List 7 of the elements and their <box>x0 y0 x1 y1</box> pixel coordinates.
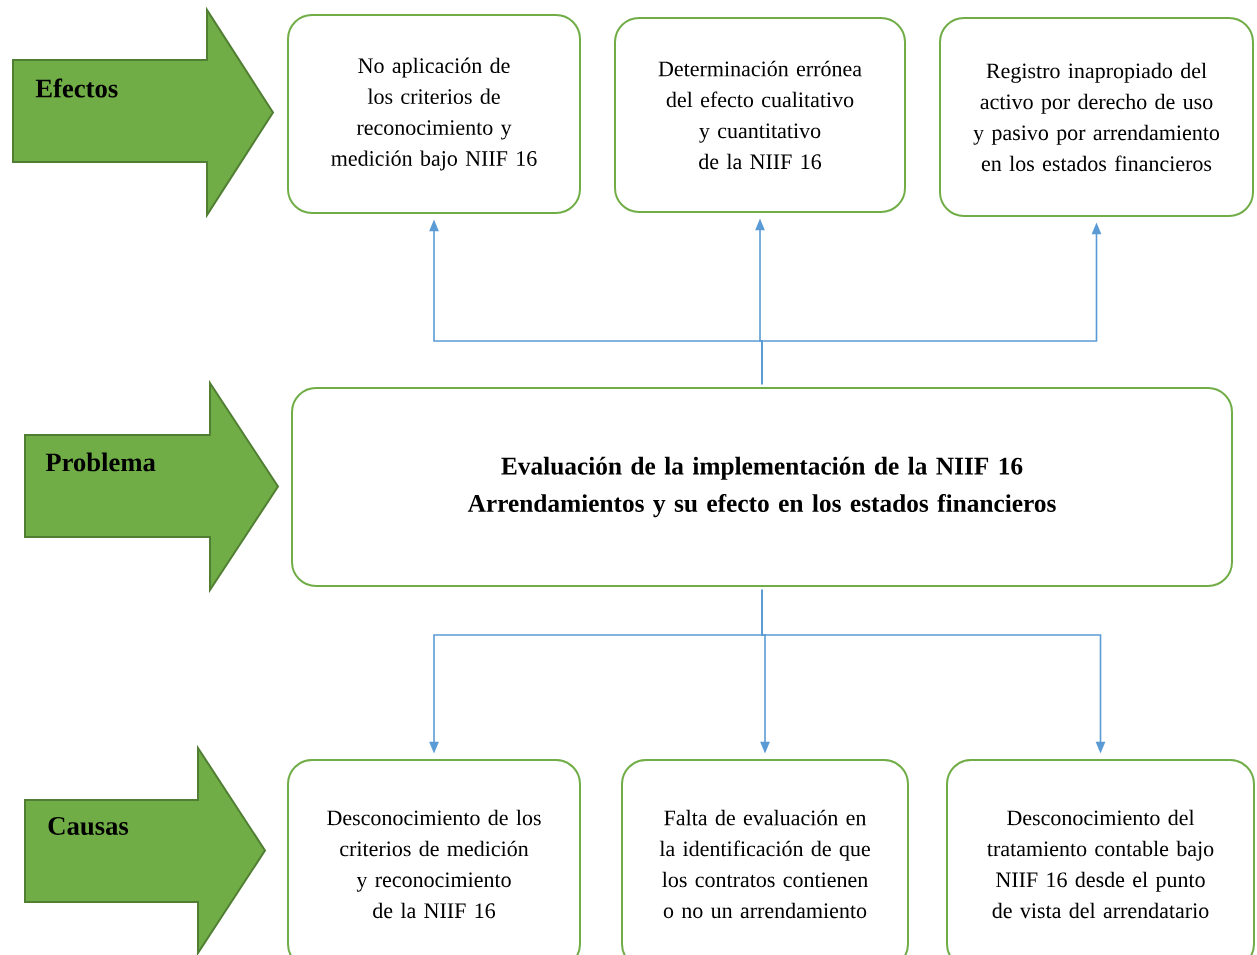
text-box: Desconocimiento del tratamiento contable bajo NIIF 16 desde el punto de vista del arrendatario <box>946 759 1255 955</box>
text-box: Falta de evaluación en la identificación de que los contratos contienen o no un arrendamiento <box>621 759 909 955</box>
text-box: No aplicación de los criterios de reconocimiento y medición bajo NIIF 16 <box>287 14 581 214</box>
text-box: Desconocimiento de los criterios de medición y reconocimiento de la NIIF 16 <box>287 759 581 955</box>
text-box: Evaluación de la implementación de la NIIF 16 Arrendamientos y su efecto en los estados financieros <box>291 387 1233 587</box>
text-box: Registro inapropiado del activo por derecho de uso y pasivo por arrendamiento en los estados financieros <box>939 17 1254 217</box>
text-box: Determinación errónea del efecto cualitativo y cuantitativo de la NIIF 16 <box>614 17 906 213</box>
